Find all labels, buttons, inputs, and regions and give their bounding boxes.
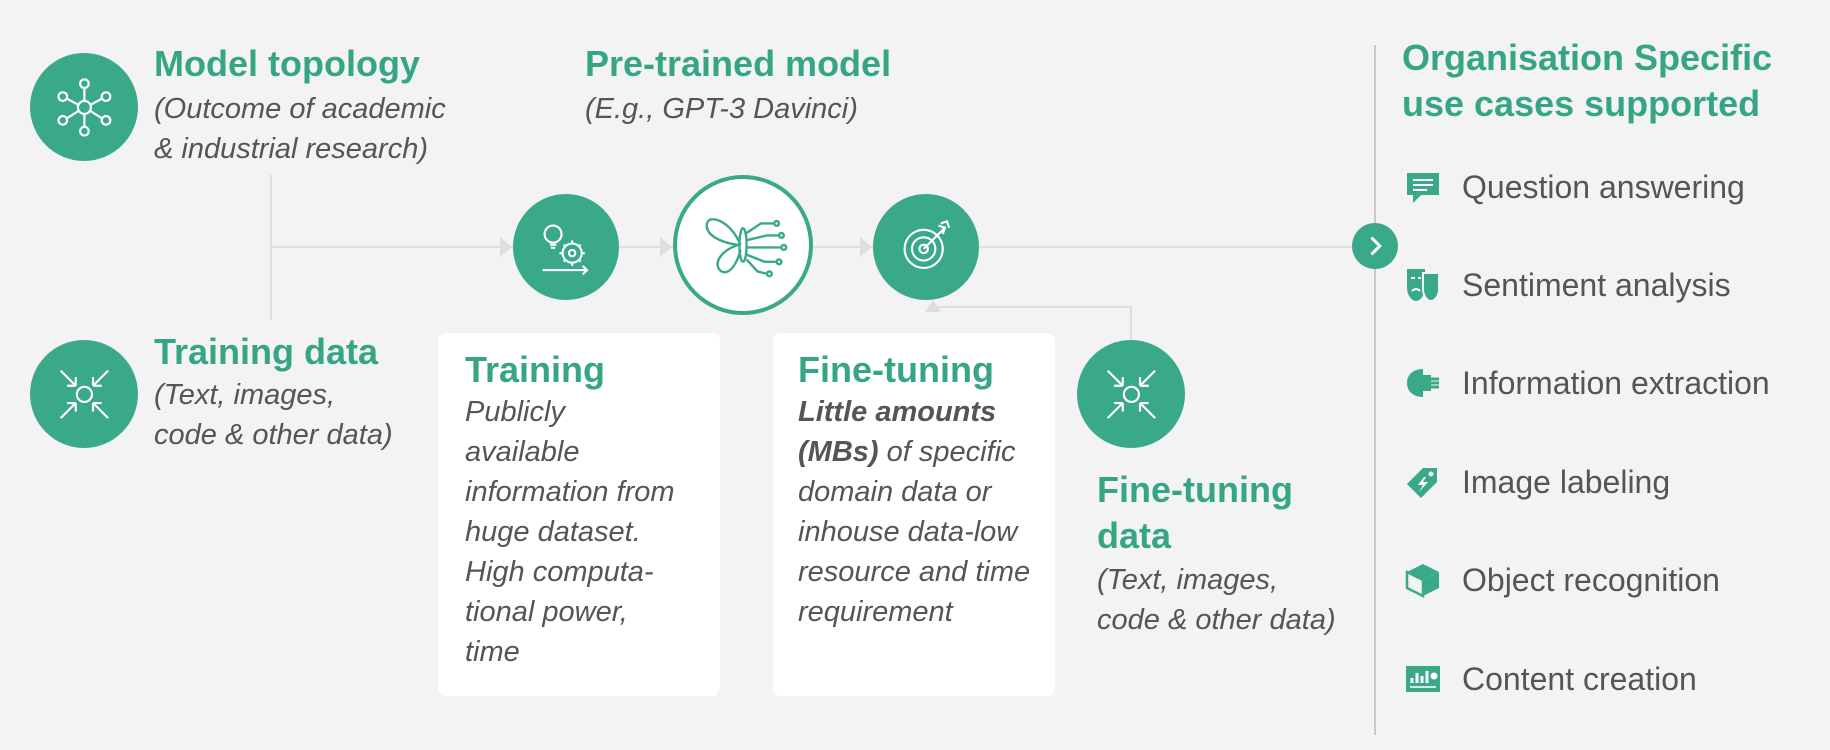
usecase-information-extraction: Information extraction — [1402, 358, 1770, 408]
training-data-icon-circle — [30, 340, 138, 448]
gear-lightbulb-icon — [542, 224, 589, 276]
arrow-up-to-finetuning — [925, 300, 941, 312]
finetuning-body-4: inhouse data-low — [798, 516, 1018, 548]
training-body-3: information from — [465, 476, 675, 508]
finetuning-icon-circle — [873, 194, 979, 300]
usecases-title-2: use cases supported — [1402, 83, 1761, 124]
usecase-label: Information extraction — [1462, 364, 1770, 401]
model-topology-subtitle-1: (Outcome of academic — [154, 93, 446, 125]
usecase-label: Object recognition — [1462, 561, 1720, 598]
brain-extract-icon — [1402, 362, 1444, 404]
training-icon-circle — [513, 194, 619, 300]
finetuning-data-subtitle-1: (Text, images, — [1097, 564, 1279, 596]
finetuning-data-title-1: Fine-tuning — [1097, 469, 1293, 510]
converging-arrows-icon — [59, 369, 109, 419]
converging-arrows-icon-2 — [1106, 369, 1156, 419]
training-body-6: tional power, — [465, 596, 628, 628]
training-data-subtitle-1: (Text, images, — [154, 379, 336, 411]
usecase-label: Question answering — [1462, 168, 1745, 205]
model-topology-icon-circle — [30, 53, 138, 161]
training-body-4: huge dataset. — [465, 516, 641, 548]
finetuning-data-subtitle-2: code & other data) — [1097, 604, 1336, 636]
usecase-content-creation: Content creation — [1402, 654, 1697, 704]
usecase-label: Image labeling — [1462, 463, 1671, 500]
usecases-title-1: Organisation Specific — [1402, 37, 1773, 78]
training-body-2: available — [465, 436, 580, 468]
usecase-image-labeling: Image labeling — [1402, 457, 1670, 507]
model-topology-title: Model topology — [154, 43, 420, 84]
pretrained-icon-circle — [673, 175, 813, 315]
arrow-to-finetuning — [860, 237, 872, 257]
training-body-7: time — [465, 636, 520, 668]
cube-icon — [1402, 559, 1444, 601]
butterfly-circuit-icon — [705, 218, 788, 278]
training-body-5: High computa- — [465, 556, 654, 588]
finetuning-body-6: requirement — [798, 596, 953, 628]
finetuning-body-3: domain data or — [798, 476, 992, 508]
chevron-right-icon — [1352, 223, 1398, 269]
finetuning-body-rest-2: of specific — [878, 436, 1016, 468]
usecase-object-recognition: Object recognition — [1402, 555, 1720, 605]
usecase-label: Content creation — [1462, 660, 1697, 697]
pretrained-subtitle: (E.g., GPT-3 Davinci) — [585, 93, 858, 125]
target-arrow-icon — [903, 220, 951, 270]
finetuning-body-line-2: (MBs) of specific — [798, 432, 1030, 472]
arrow-to-training — [500, 237, 512, 257]
training-data-title: Training data — [154, 331, 379, 372]
finetuning-card: Fine-tuning Little amounts (MBs) of spec… — [773, 333, 1055, 696]
usecase-label: Sentiment analysis — [1462, 266, 1731, 303]
training-body-1: Publicly — [465, 396, 565, 428]
tag-lightning-icon — [1402, 461, 1444, 503]
finetuning-body-bold-2: (MBs) — [798, 436, 879, 468]
connector-finetune-data — [935, 306, 1131, 308]
finetuning-body-5: resource and time — [798, 556, 1031, 588]
connector-finetune-data-down — [1130, 306, 1132, 340]
training-card: Training Publicly available information … — [438, 333, 720, 696]
finetuning-data-title-2: data — [1097, 515, 1172, 556]
usecase-sentiment-analysis: Sentiment analysis — [1402, 260, 1731, 310]
usecase-question-answering: Question answering — [1402, 162, 1745, 212]
speech-bubble-icon — [1402, 166, 1444, 208]
finetuning-title: Fine-tuning — [798, 349, 994, 390]
face-mask-icon — [1402, 264, 1444, 306]
network-nodes-icon — [56, 77, 111, 137]
finetuning-body-bold-1: Little amounts — [798, 396, 997, 428]
training-title: Training — [465, 349, 606, 390]
pretrained-title: Pre-trained model — [585, 43, 892, 84]
model-topology-subtitle-2: & industrial research) — [154, 133, 428, 165]
chart-board-icon — [1402, 658, 1444, 700]
training-data-subtitle-2: code & other data) — [154, 419, 393, 451]
finetuning-data-icon-circle — [1077, 340, 1185, 448]
divider-usecases — [1374, 45, 1376, 735]
arrow-to-pretrained — [660, 237, 672, 257]
